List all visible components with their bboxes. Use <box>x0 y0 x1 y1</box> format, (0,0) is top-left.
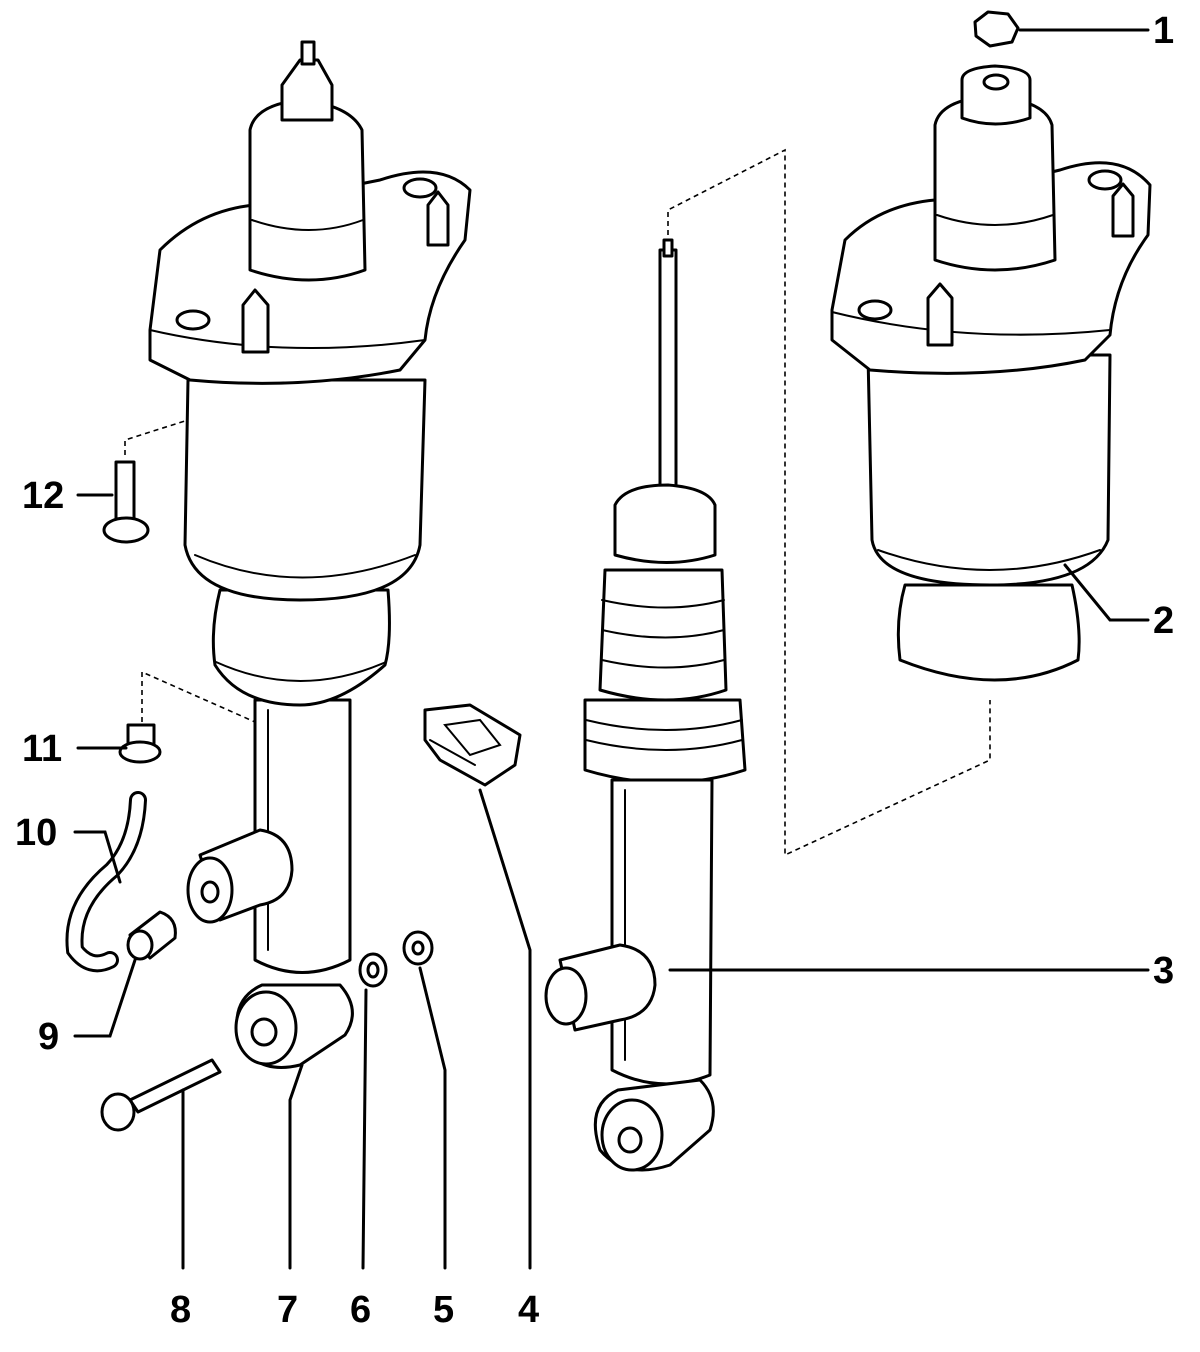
nut-part-5 <box>402 930 434 966</box>
plug-part-11 <box>118 723 162 764</box>
callout-6: 6 <box>350 1289 371 1331</box>
clip-part-4 <box>423 703 522 787</box>
bolt-part-8 <box>100 1058 222 1132</box>
callout-1: 1 <box>1153 10 1174 52</box>
callout-3: 3 <box>1153 950 1174 992</box>
callout-4: 4 <box>518 1289 539 1331</box>
callout-12: 12 <box>22 475 64 517</box>
assembly-dashed-lines <box>124 148 991 857</box>
callout-7: 7 <box>277 1289 298 1331</box>
leader-lines <box>73 28 1150 1270</box>
callout-labels: 1 2 3 4 5 6 7 8 9 10 11 12 <box>15 10 1174 1331</box>
air-spring <box>830 64 1152 682</box>
nut-part-1 <box>973 10 1020 48</box>
callout-2: 2 <box>1153 600 1174 642</box>
callout-9: 9 <box>38 1016 59 1058</box>
callout-8: 8 <box>170 1289 191 1331</box>
hose-part-10 <box>65 791 147 973</box>
callout-5: 5 <box>433 1289 454 1331</box>
assembled-air-strut <box>148 40 472 1069</box>
fitting-part-9 <box>126 910 177 961</box>
callout-11: 11 <box>22 728 62 770</box>
washer-part-6 <box>358 952 388 988</box>
shock-absorber <box>544 238 747 1172</box>
bolt-part-12 <box>102 460 150 544</box>
callout-10: 10 <box>15 812 57 854</box>
